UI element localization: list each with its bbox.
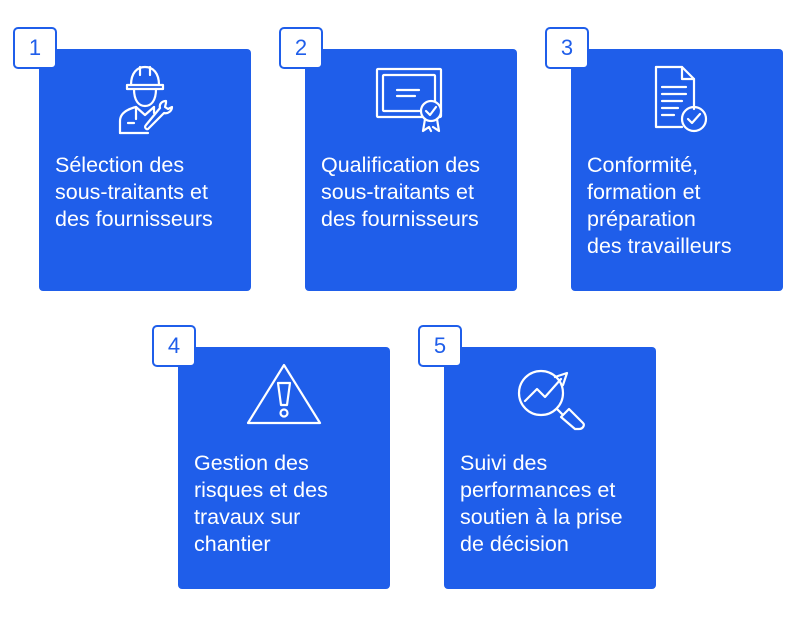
step-badge-5: 5 [418, 325, 462, 367]
certificate-icon [375, 67, 443, 133]
step-badge-4: 4 [152, 325, 196, 367]
step-label-5: Suivi des performances et soutien à la p… [460, 451, 623, 556]
step-badge-2: 2 [279, 27, 323, 69]
step-card-1: Sélection des sous-traitants et des four… [39, 49, 251, 291]
step-label-1: Sélection des sous-traitants et des four… [55, 153, 213, 231]
step-badge-1: 1 [13, 27, 57, 69]
magnifier-growth-icon [517, 369, 585, 431]
step-label-4: Gestion des risques et des travaux sur c… [194, 451, 328, 556]
step-badge-3: 3 [545, 27, 589, 69]
warning-icon [246, 363, 322, 425]
worker-wrench-icon [118, 65, 174, 135]
step-card-5: Suivi des performances et soutien à la p… [444, 347, 656, 589]
step-label-3: Conformité, formation et préparation des… [587, 153, 732, 258]
document-check-icon [654, 65, 708, 133]
step-card-3: Conformité, formation et préparation des… [571, 49, 783, 291]
step-card-4: Gestion des risques et des travaux sur c… [178, 347, 390, 589]
step-card-2: Qualification des sous-traitants et des … [305, 49, 517, 291]
step-label-2: Qualification des sous-traitants et des … [321, 153, 480, 231]
